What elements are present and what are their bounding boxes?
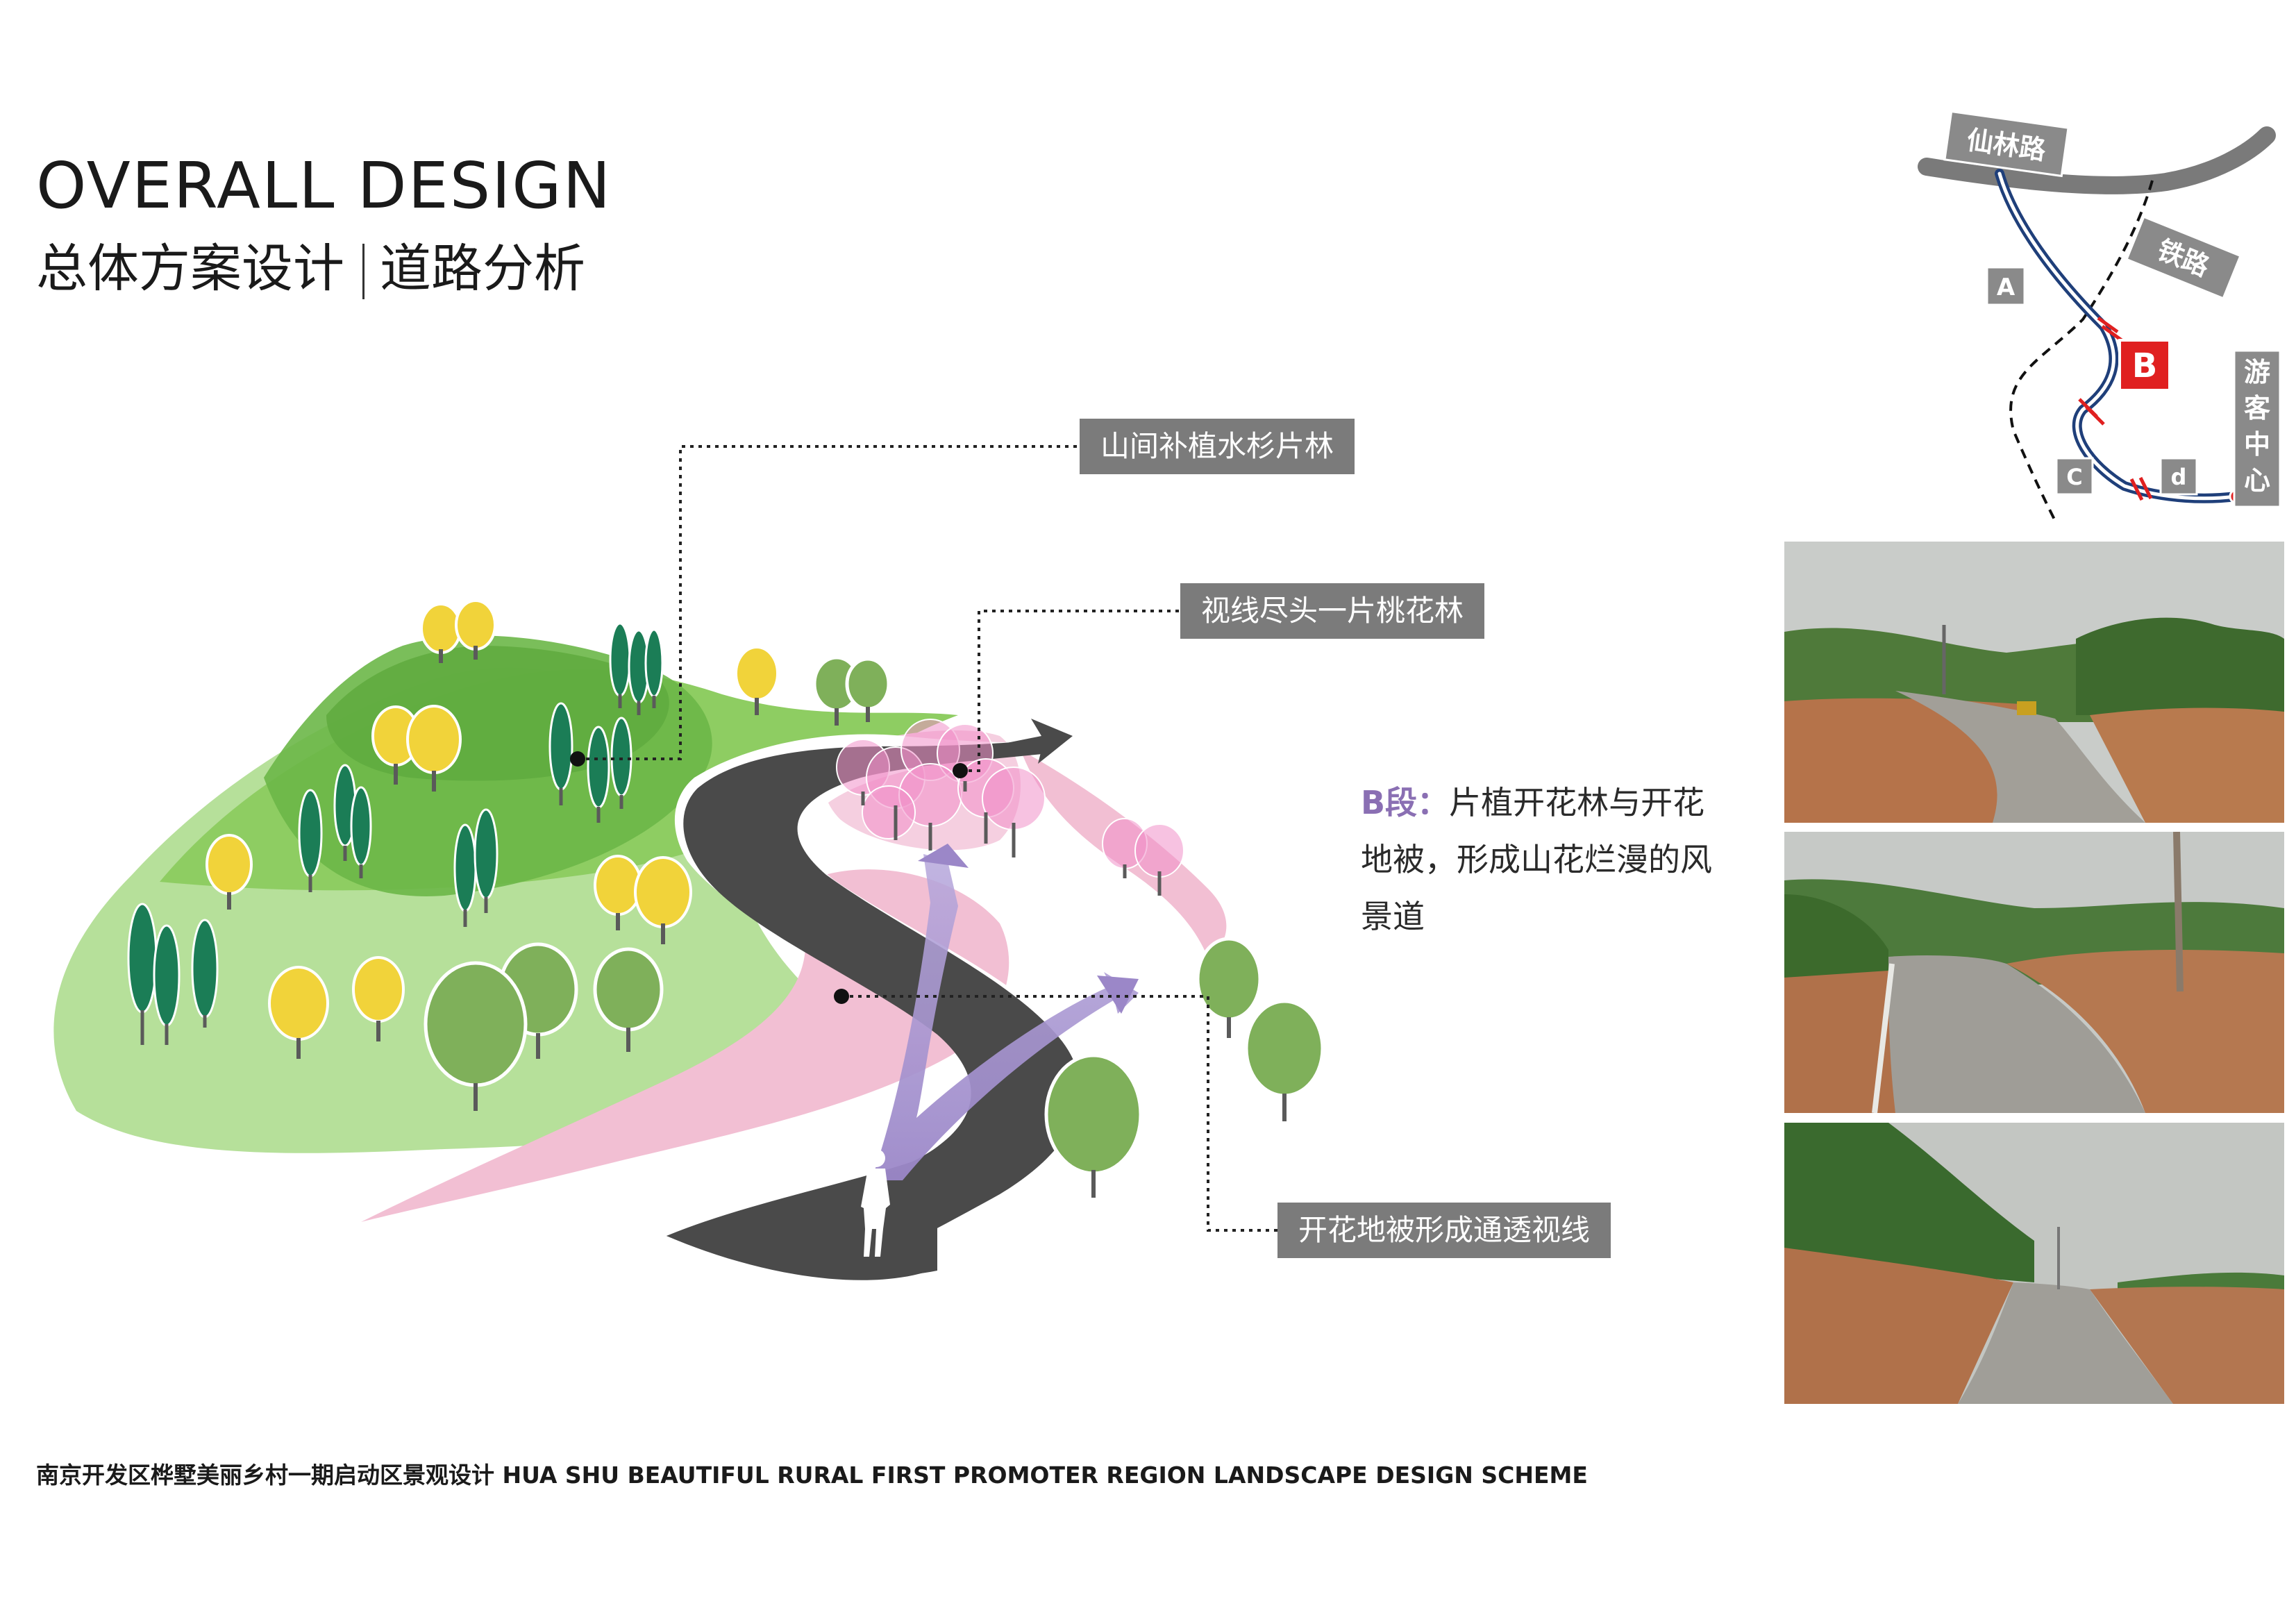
road-photo-2 [1784,832,2284,1113]
person-silhouette [861,1149,890,1257]
section-a-label: A [1997,274,2016,301]
section-c-label: C [2066,464,2082,490]
section-b-label: B [2132,346,2158,385]
railway [2009,180,2154,521]
subtitle-section: 道路分析 [380,239,585,299]
yellow-tree-trunks [227,646,759,1059]
sight-arrow-road [1097,976,1139,1014]
winding-road [667,739,1080,1280]
section-a-bg [1986,266,2026,306]
callout-dots [570,751,968,1004]
section-d-bg [2159,457,2198,496]
sight-line-fan [871,854,1139,1180]
road-photo-3 [1784,1123,2284,1404]
locator-map: 仙林路 铁路 A B C d [1918,110,2281,521]
section-d-label: d [2171,464,2187,490]
subtitle-main: 总体方案设计 [36,239,344,299]
section-b-bg [2118,339,2171,392]
section-markers [2078,316,2153,501]
xianlin-road [1918,126,2276,194]
callout-metasequoia: 山间补植水杉片林 [1080,419,1355,474]
metasequoia-trunks [140,694,656,1045]
rail-label-bg [2125,215,2242,300]
yellow-trees [206,599,779,1041]
footer-project-title: 南京开发区桦墅美丽乡村一期启动区景观设计 HUA SHU BEAUTIFUL R… [36,1462,1588,1489]
description-body: 片植开花林与开花地被，形成山花烂漫的风景道 [1361,784,1712,935]
page-title: OVERALL DESIGN [36,149,612,223]
visitor-center-bg [2233,349,2281,508]
callout-flower-groundcover: 开花地被形成通透视线 [1277,1203,1611,1258]
road-direction-arrow [1007,719,1073,764]
description-head: B段： [1361,784,1450,821]
round-green-trees [424,655,1325,1175]
visitor-center-label: 游客中心 [2243,357,2270,496]
title-divider [362,244,364,300]
road-label-bg [1943,110,2070,178]
road-photo-1 [1784,542,2284,823]
callout-peach-grove: 视线尽头一片桃花林 [1180,583,1485,639]
round-green-trunks [474,707,1287,1198]
sight-arrow-peach [918,844,969,868]
section-c-bg [2055,457,2094,496]
peach-trunks [861,781,1162,896]
section-b-description: B段：片植开花林与开花地被，形成山花烂漫的风景道 [1361,774,1722,945]
page-subtitle: 总体方案设计道路分析 [36,243,585,300]
callout-leader-lines [578,445,1277,1232]
route-line [1997,171,2238,501]
